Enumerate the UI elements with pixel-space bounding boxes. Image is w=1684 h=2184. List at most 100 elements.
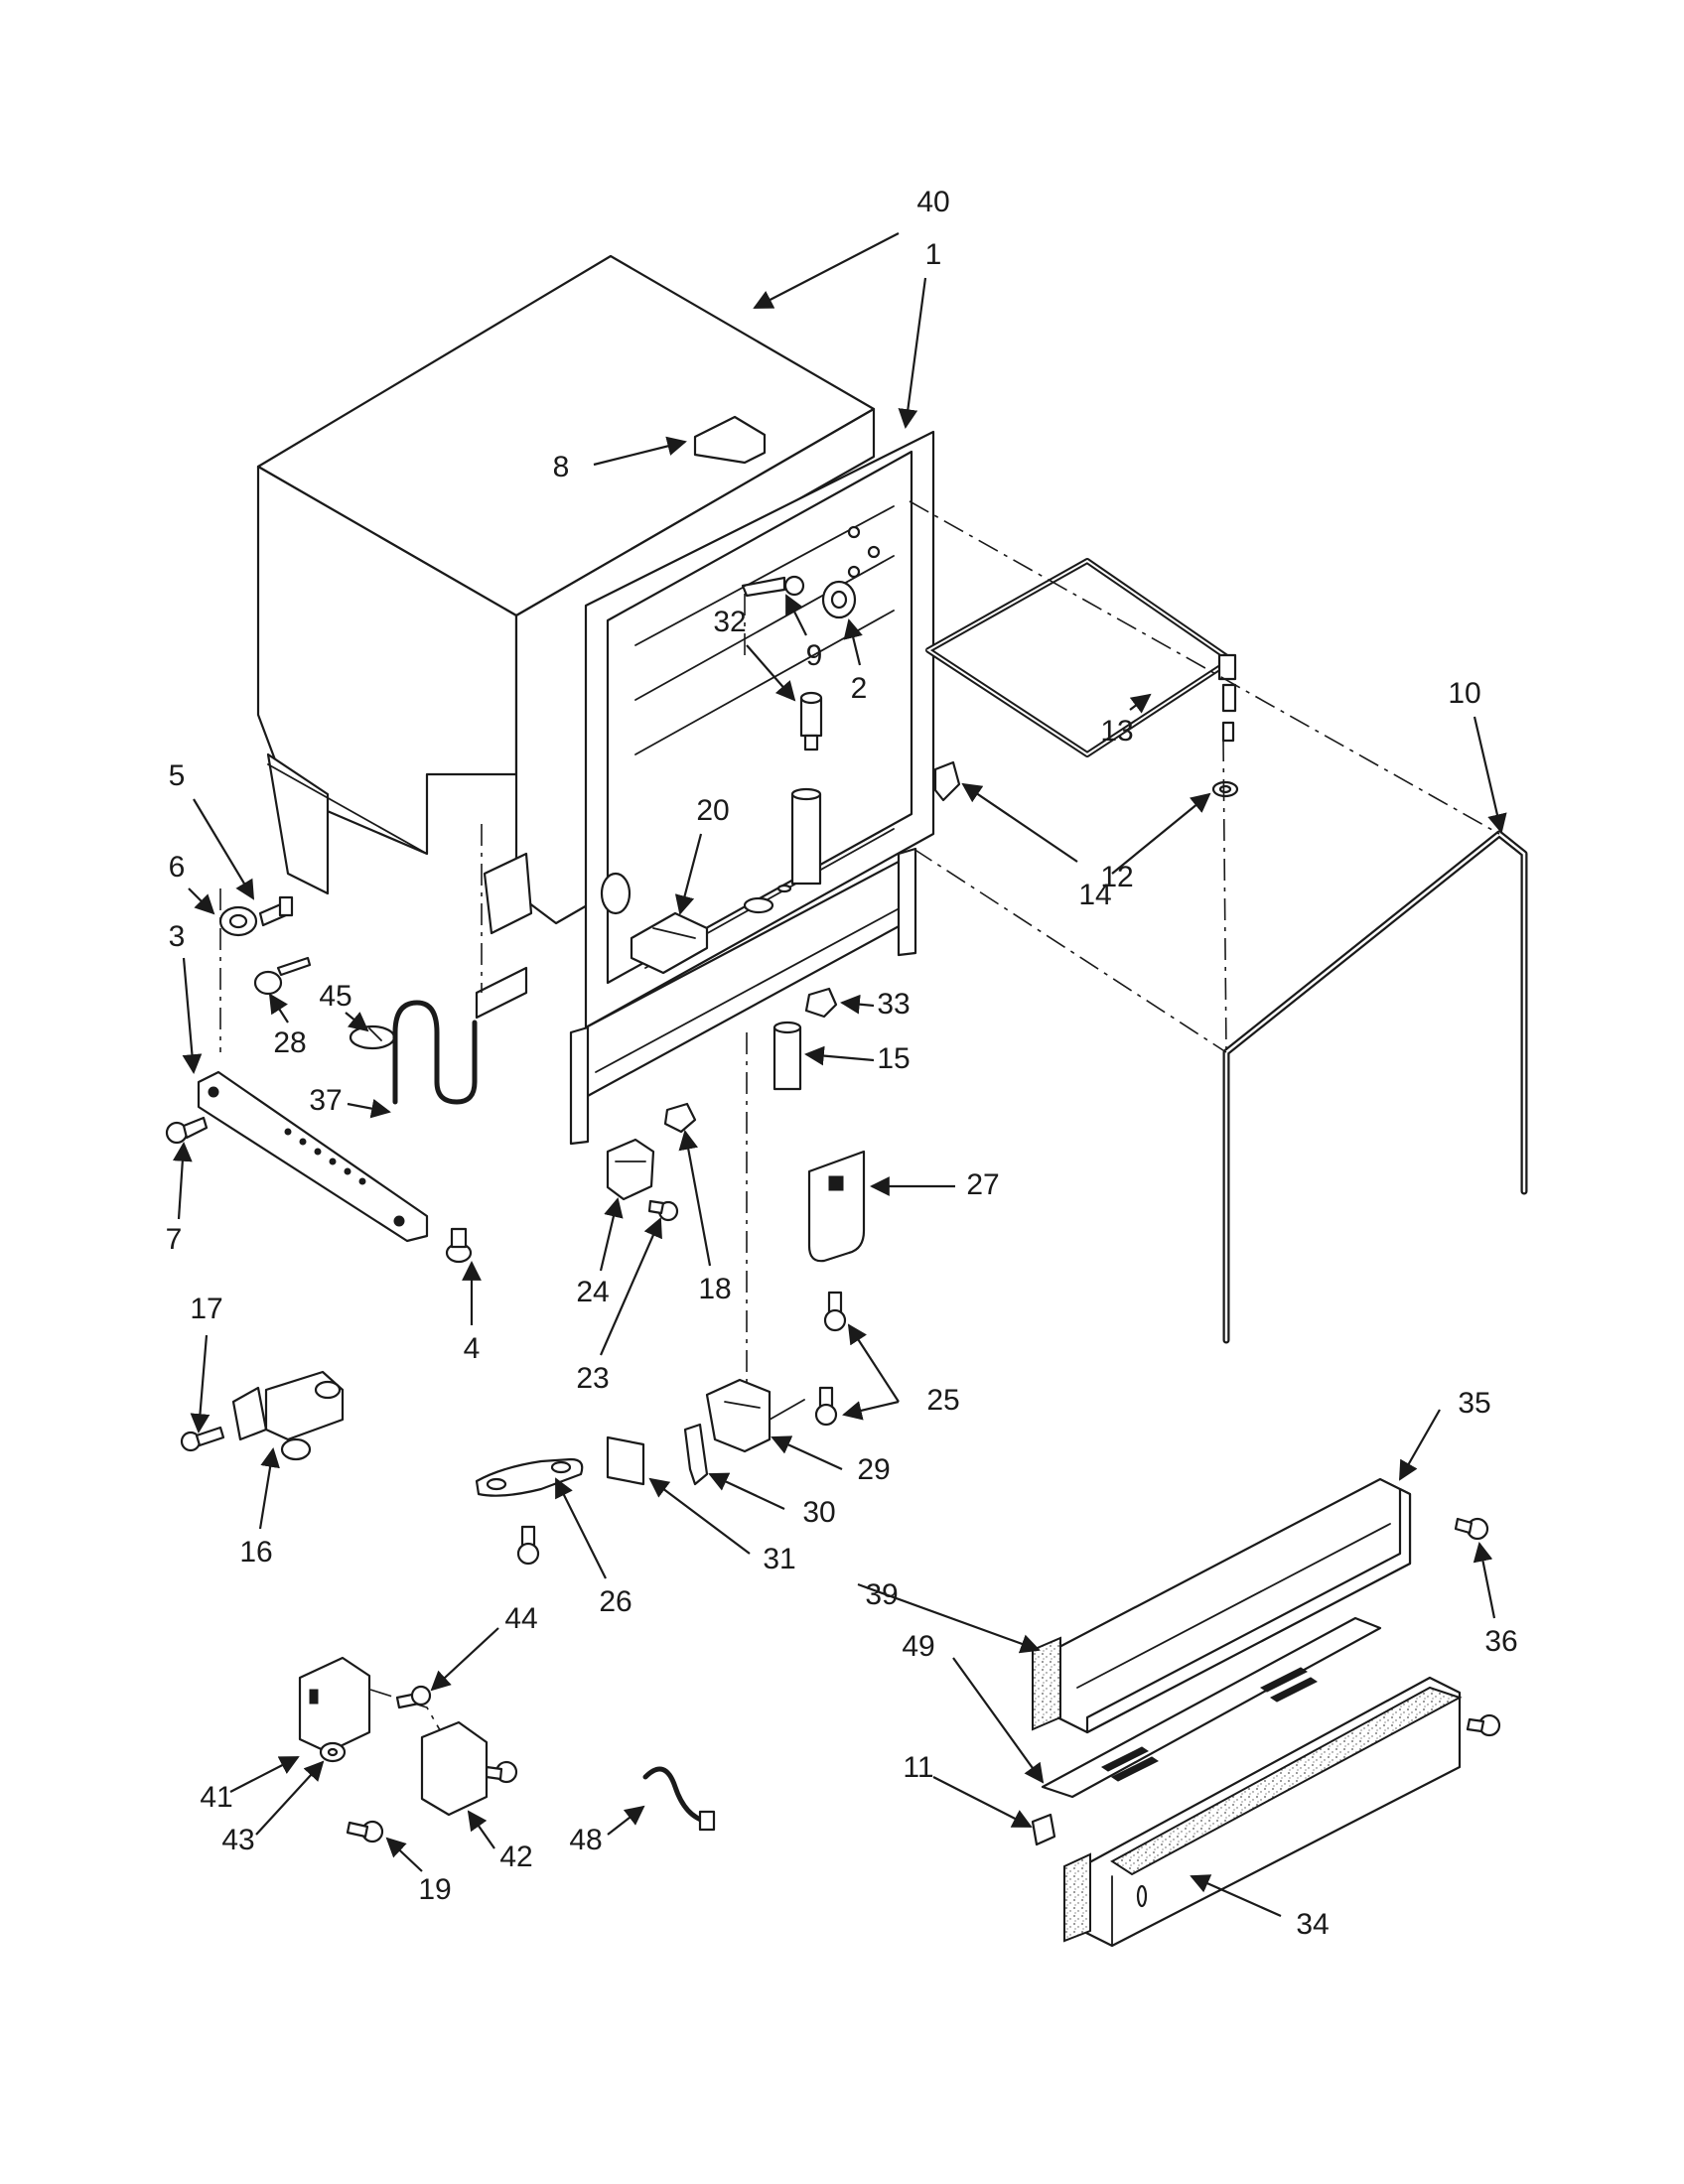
callout-label-39: 39 (865, 1578, 898, 1611)
part-14 (1211, 780, 1239, 798)
callout-label-37: 37 (309, 1084, 342, 1117)
callout-label-40: 40 (916, 186, 949, 218)
callout-leader-35 (1399, 1409, 1441, 1481)
part-12 (933, 760, 961, 802)
part-36-screws (1454, 1517, 1501, 1737)
callout-leader-23 (599, 1217, 662, 1356)
callout-label-26: 26 (599, 1585, 632, 1618)
callout-leader-31 (648, 1477, 751, 1555)
part-34 (1080, 1676, 1463, 1948)
callout-leader-28 (268, 993, 289, 1024)
part-42 (420, 1720, 489, 1817)
part-39-upper (1032, 1636, 1061, 1731)
callout-label-8: 8 (553, 451, 570, 483)
part-27 (807, 1150, 866, 1263)
part-31 (606, 1435, 645, 1486)
callout-label-34: 34 (1296, 1908, 1329, 1941)
callout-leader-49 (952, 1657, 1045, 1784)
callout-leader-41 (229, 1756, 300, 1793)
callout-label-36: 36 (1484, 1625, 1517, 1658)
callout-label-14: 14 (1078, 879, 1111, 911)
callout-label-35: 35 (1458, 1387, 1490, 1420)
callout-label-20: 20 (696, 794, 729, 827)
part-2 (821, 580, 857, 619)
callout-label-5: 5 (169, 759, 186, 792)
callout-label-28: 28 (273, 1026, 306, 1059)
callout-leader-18 (678, 1130, 712, 1267)
callout-label-19: 19 (418, 1873, 451, 1906)
callout-label-31: 31 (763, 1543, 795, 1575)
callout-leader-16 (258, 1447, 280, 1530)
callout-leader-36 (1473, 1542, 1496, 1619)
part-35 (1055, 1477, 1412, 1734)
callout-label-3: 3 (169, 920, 186, 953)
callout-label-4: 4 (464, 1332, 481, 1365)
callout-label-49: 49 (902, 1630, 934, 1663)
callout-label-48: 48 (569, 1824, 602, 1856)
callout-label-29: 29 (857, 1453, 890, 1486)
callout-leader-32 (746, 644, 796, 702)
callout-label-13: 13 (1100, 715, 1133, 748)
callout-leader-6 (188, 887, 215, 915)
callout-leader-25-secondary (842, 1400, 900, 1421)
part-25-screws (516, 1291, 847, 1566)
part-4 (445, 1227, 473, 1264)
callout-label-24: 24 (576, 1276, 609, 1308)
part-26 (475, 1457, 584, 1497)
callout-label-7: 7 (166, 1223, 183, 1256)
callout-leader-19 (385, 1837, 423, 1872)
callout-leader-5 (193, 798, 255, 900)
callout-leader-11 (932, 1776, 1033, 1828)
callout-label-6: 6 (169, 851, 186, 884)
part-49 (1041, 1616, 1382, 1799)
part-33 (804, 987, 838, 1019)
part-3 (197, 1070, 429, 1243)
callout-leader-44 (430, 1627, 499, 1692)
callout-label-30: 30 (802, 1496, 835, 1529)
callout-leader-3 (182, 957, 203, 1074)
part-37 (392, 1000, 478, 1105)
callout-label-33: 33 (877, 988, 910, 1021)
part-39-lower (1063, 1852, 1091, 1943)
part-11 (1031, 1813, 1056, 1846)
callout-leader-17 (190, 1334, 210, 1433)
callout-leader-7 (172, 1142, 193, 1220)
part-5 (258, 895, 294, 927)
part-6 (218, 905, 258, 937)
part-30 (683, 1423, 709, 1486)
callout-label-27: 27 (966, 1168, 999, 1201)
callout-label-9: 9 (806, 639, 823, 672)
callout-label-45: 45 (319, 980, 351, 1013)
part-7 (165, 1116, 209, 1145)
callout-leader-25 (847, 1323, 900, 1403)
callout-label-16: 16 (239, 1536, 272, 1569)
callout-leader-43 (255, 1760, 325, 1836)
callout-label-42: 42 (499, 1841, 532, 1873)
callout-label-18: 18 (698, 1273, 731, 1305)
callout-leader-26 (555, 1477, 607, 1579)
callout-label-15: 15 (877, 1042, 910, 1075)
callout-leader-14 (1111, 792, 1211, 875)
callout-label-12: 12 (1100, 861, 1133, 893)
callout-leader-20 (674, 833, 703, 915)
dashed-alignment-lines (219, 500, 1500, 1778)
callout-label-43: 43 (221, 1824, 254, 1856)
callout-leader-9 (785, 594, 807, 636)
callout-leader-45 (345, 1012, 369, 1032)
part-45 (349, 1024, 396, 1050)
callout-label-10: 10 (1448, 677, 1480, 710)
part-44 (395, 1685, 432, 1709)
callout-label-17: 17 (190, 1293, 222, 1325)
callout-label-1: 1 (925, 238, 942, 271)
part-19 (346, 1820, 384, 1843)
part-41 (298, 1656, 371, 1754)
part-43 (319, 1741, 347, 1763)
part-13 (925, 558, 1237, 757)
tub-assembly (256, 254, 935, 1146)
callout-leader-39 (857, 1582, 1041, 1654)
part-10 (1222, 830, 1528, 1344)
part-48 (642, 1766, 716, 1832)
callout-leader-1 (898, 277, 927, 429)
